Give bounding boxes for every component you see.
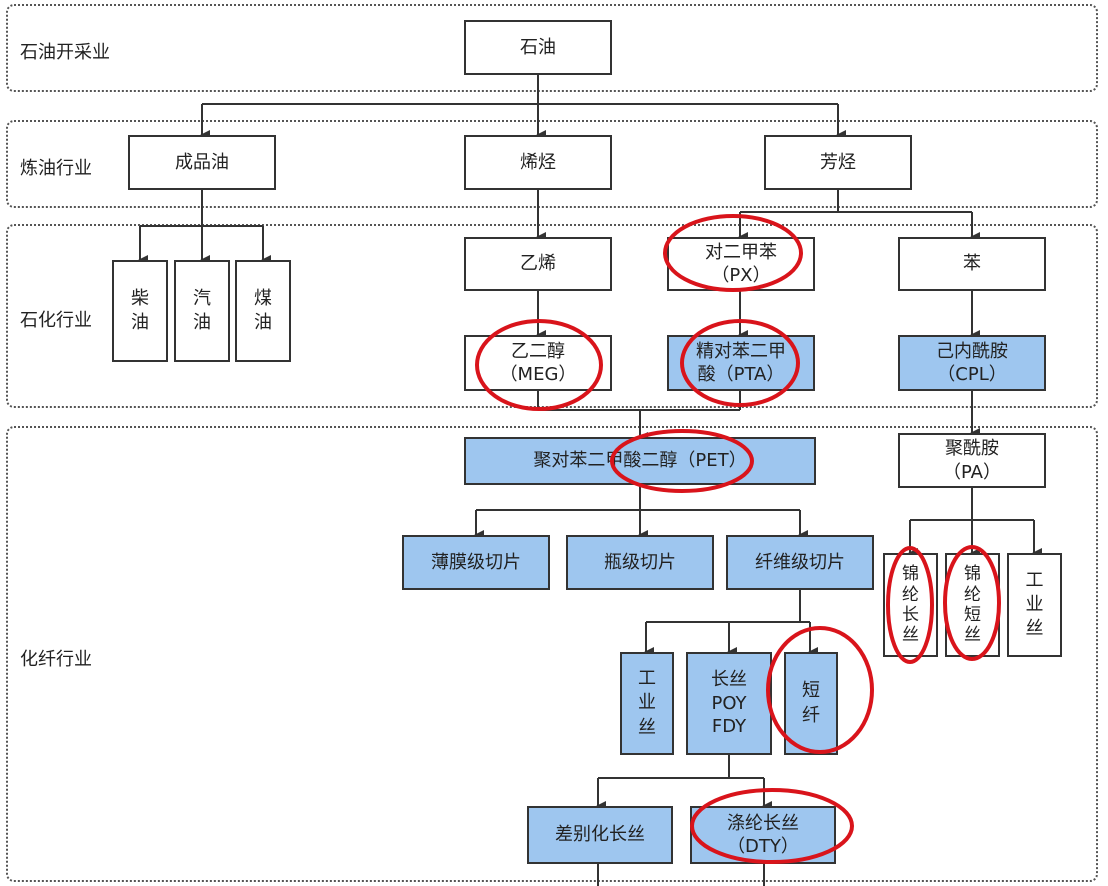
node-meiyou: 煤 油 — [235, 260, 291, 362]
node-differential-filament: 差别化长丝 — [527, 806, 673, 864]
band-refining — [6, 120, 1098, 208]
node-fangting: 芳烃 — [764, 135, 912, 190]
node-film-chip: 薄膜级切片 — [402, 535, 550, 590]
band-label-petrochemical: 石化行业 — [20, 310, 92, 331]
node-chaiyou: 柴 油 — [112, 260, 168, 362]
node-pa: 聚酰胺 （PA） — [898, 433, 1046, 488]
node-staple-fiber: 短 纤 — [784, 652, 838, 755]
band-label-oil-extraction: 石油开采业 — [20, 42, 110, 63]
node-px: 对二甲苯 （PX） — [667, 237, 815, 291]
band-oil-extraction — [6, 4, 1098, 92]
node-xiting: 烯烃 — [464, 135, 612, 190]
node-pta: 精对苯二甲 酸（PTA） — [667, 335, 815, 391]
node-qiyou: 汽 油 — [174, 260, 230, 362]
node-yixi: 乙烯 — [464, 237, 612, 291]
node-industrial-yarn: 工 业 丝 — [620, 652, 674, 755]
node-dty: 涤纶长丝 （DTY） — [690, 806, 836, 864]
node-industrial-yarn-pa: 工 业 丝 — [1007, 553, 1062, 657]
band-label-chemical-fiber: 化纤行业 — [20, 649, 92, 670]
band-chemical-fiber — [6, 426, 1098, 882]
node-meg: 乙二醇 （MEG） — [464, 335, 612, 391]
node-shiyou: 石油 — [464, 20, 612, 75]
node-fiber-chip: 纤维级切片 — [726, 535, 874, 590]
node-poy-fdy: 长丝 POY FDY — [686, 652, 772, 755]
node-bottle-chip: 瓶级切片 — [566, 535, 714, 590]
node-nylon-staple: 锦 纶 短 丝 — [945, 553, 1000, 657]
node-chengpinyou: 成品油 — [128, 135, 276, 190]
node-cpl: 己内酰胺 （CPL） — [898, 335, 1046, 391]
node-nylon-filament: 锦 纶 长 丝 — [883, 553, 938, 657]
node-pet: 聚对苯二甲酸二醇（PET） — [464, 437, 816, 485]
band-label-refining: 炼油行业 — [20, 158, 92, 179]
node-ben: 苯 — [898, 237, 1046, 291]
